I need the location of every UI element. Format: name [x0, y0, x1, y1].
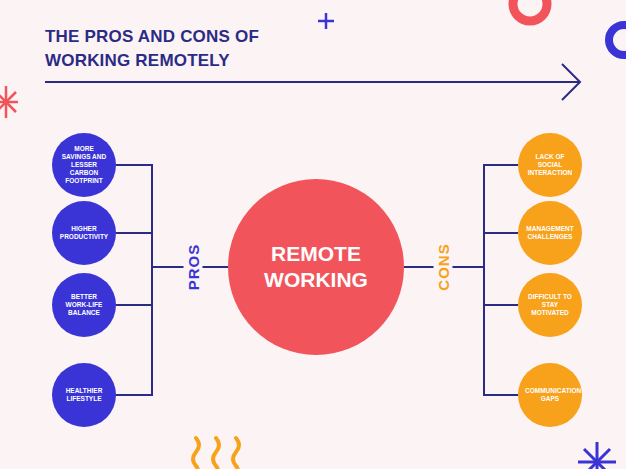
text-stack: COMMUNICATION GAPS: [525, 387, 575, 403]
node-text: HIGHER PRODUCTIVITY: [59, 225, 109, 241]
pro-circle: HIGHER PRODUCTIVITY: [52, 201, 116, 265]
bracket-connector: [404, 267, 518, 305]
text-stack: HIGHER PRODUCTIVITY: [59, 225, 109, 241]
text-stack: HEALTHIER LIFESTYLE: [59, 387, 109, 403]
pro-circle: HEALTHIER LIFESTYLE: [52, 363, 116, 427]
node-text: BETTER WORK-LIFE BALANCE: [59, 293, 109, 317]
text-stack: LACK OF SOCIAL INTERACTION: [525, 153, 575, 177]
con-circle: DIFFICULT TO STAY MOTIVATED: [518, 273, 582, 337]
text-stack: MORE SAVINGS AND LESSER CARBON FOOTPRINT: [59, 145, 109, 185]
plus-mark: [318, 13, 334, 29]
node-text: MANAGEMENT CHALLENGES: [525, 225, 575, 241]
center-circle: REMOTE WORKING: [228, 179, 404, 355]
asterisk-decor: [578, 442, 616, 469]
diagram-title: THE PROS AND CONS OF WORKING REMOTELY: [45, 25, 345, 73]
node-text: REMOTE WORKING: [246, 241, 386, 293]
bracket-connector: [404, 267, 518, 395]
bracket-connector: [404, 233, 518, 267]
title-arrowhead: [562, 64, 580, 100]
bracket-connector: [116, 233, 228, 267]
branch-label: CONS: [434, 240, 453, 293]
con-circle: COMMUNICATION GAPS: [518, 363, 582, 427]
ring-decor: [513, 0, 547, 21]
branch-label: PROS: [184, 241, 203, 294]
asterisk-decor: [0, 86, 18, 118]
node-text: COMMUNICATION GAPS: [525, 387, 575, 403]
ring-decor: [609, 25, 626, 55]
node-text: DIFFICULT TO STAY MOTIVATED: [525, 293, 575, 317]
node-text: HEALTHIER LIFESTYLE: [59, 387, 109, 403]
node-text: MORE SAVINGS AND LESSER CARBON FOOTPRINT: [59, 145, 109, 185]
bracket-connector: [116, 165, 228, 267]
wave-decor: [193, 438, 239, 469]
con-circle: LACK OF SOCIAL INTERACTION: [518, 133, 582, 197]
bracket-connector: [116, 267, 228, 305]
bracket-connector: [116, 267, 228, 395]
bracket-connector: [404, 165, 518, 267]
text-stack: BETTER WORK-LIFE BALANCE: [59, 293, 109, 317]
node-text: LACK OF SOCIAL INTERACTION: [525, 153, 575, 177]
pro-circle: BETTER WORK-LIFE BALANCE: [52, 273, 116, 337]
pro-circle: MORE SAVINGS AND LESSER CARBON FOOTPRINT: [52, 133, 116, 197]
con-circle: MANAGEMENT CHALLENGES: [518, 201, 582, 265]
text-stack: DIFFICULT TO STAY MOTIVATED: [525, 293, 575, 317]
text-stack: REMOTE WORKING: [246, 241, 386, 293]
text-stack: MANAGEMENT CHALLENGES: [525, 225, 575, 241]
title-arrow: [45, 81, 580, 83]
